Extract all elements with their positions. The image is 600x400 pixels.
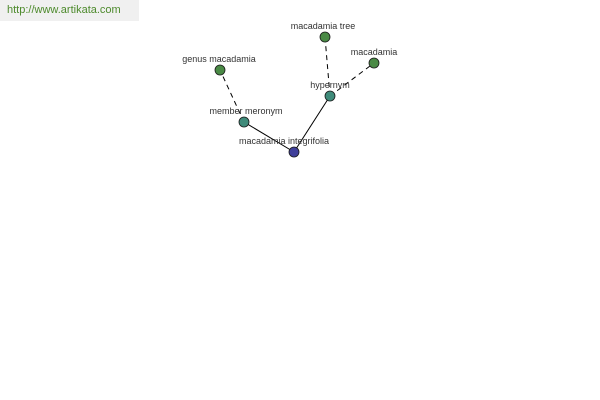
node-member-icon[interactable]	[238, 116, 250, 128]
node-macadamia-icon[interactable]	[368, 57, 380, 69]
edge-hypernym-macadamia	[329, 62, 375, 97]
node-hypernym-icon[interactable]	[324, 90, 336, 102]
site-link[interactable]: http://www.artikata.com	[0, 0, 139, 21]
node-center-icon[interactable]	[288, 146, 300, 158]
node-label-member[interactable]: member meronym	[209, 106, 282, 116]
graph-edges	[219, 36, 375, 153]
node-tree-icon[interactable]	[319, 31, 331, 43]
node-genus-icon[interactable]	[214, 64, 226, 76]
edge-center-hypernym	[293, 95, 331, 153]
node-label-genus[interactable]: genus macadamia	[182, 54, 256, 64]
edge-member-genus	[219, 69, 245, 123]
node-label-tree[interactable]: macadamia tree	[291, 21, 356, 31]
graph-nodes	[214, 31, 380, 158]
node-label-macadamia[interactable]: macadamia	[351, 47, 398, 57]
graph-labels: macadamia integrifolia member meronym hype…	[182, 21, 397, 146]
node-label-center[interactable]: macadamia integrifolia	[239, 136, 329, 146]
node-label-hypernym[interactable]: hypernym	[310, 80, 350, 90]
edge-hypernym-tree	[324, 36, 331, 97]
edge-center-member	[243, 121, 295, 153]
